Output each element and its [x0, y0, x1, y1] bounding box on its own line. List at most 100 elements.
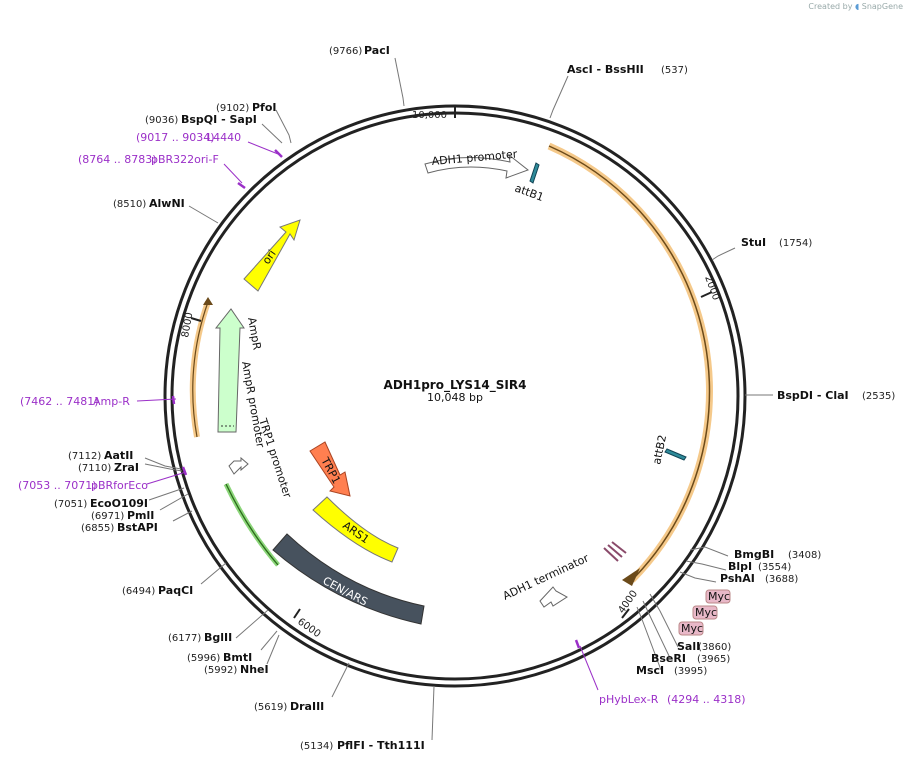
primer-name: pBR322ori-F — [151, 153, 219, 166]
site-labels: (9766) PacI AscI - BssHII (537) StuI (17… — [54, 44, 895, 752]
feature-cen-ars — [272, 533, 425, 625]
feature-label-trp1-promoter: TRP1 promoter — [256, 416, 294, 500]
feature-ori — [243, 219, 301, 292]
site-name: PacI — [364, 44, 390, 57]
myc-label: Myc — [695, 606, 717, 619]
site-pos: (3965) — [697, 654, 730, 665]
site-pos: (1754) — [779, 238, 812, 249]
site-name: ZraI — [114, 461, 139, 474]
feature-label-attb1: attB1 — [513, 182, 546, 204]
site-name: BseRI — [651, 652, 686, 665]
site-name: SalI — [677, 640, 700, 653]
plasmid-name: ADH1pro_LYS14_SIR4 — [384, 378, 527, 393]
feature-trp1 — [309, 441, 351, 497]
site-pos: (9036) — [145, 115, 178, 126]
site-name: PmlI — [127, 509, 154, 522]
primer-leaders — [136, 141, 599, 691]
site-pos: (9766) — [329, 46, 362, 57]
ampr-side-arrow-icon — [203, 297, 213, 305]
snapgene-watermark: Created by ◖ SnapGene — [808, 2, 903, 11]
primer-labels: (9017 .. 9034) L4440 (8764 .. 8783) pBR3… — [18, 131, 746, 706]
feature-green-arc-line — [225, 483, 279, 566]
site-name: BlpI — [728, 560, 752, 573]
site-name: PshAI — [720, 572, 755, 585]
feature-adh1-promoter — [424, 153, 530, 179]
primer-range: (7462 .. 7481) — [20, 395, 99, 408]
site-pos: (6494) — [122, 586, 155, 597]
site-pos: (5134) — [300, 741, 333, 752]
feature-label-ampr: AmpR — [245, 316, 264, 351]
ampr-side-arc-line — [192, 301, 209, 438]
ticks — [190, 106, 713, 619]
tick-label: 6000 — [295, 616, 322, 640]
site-name: BglII — [204, 631, 232, 644]
feature-trp1-promoter — [228, 456, 249, 475]
site-pos: (3554) — [758, 562, 791, 573]
site-name: AatII — [104, 449, 133, 462]
site-name: BmgBI — [734, 548, 774, 561]
myc-label: Myc — [708, 590, 730, 603]
primer-marks — [171, 149, 581, 649]
site-name: NheI — [240, 663, 269, 676]
site-pos: (5992) — [204, 665, 237, 676]
plasmid-size: 10,048 bp — [427, 391, 483, 404]
tick-label: 10,000 — [412, 110, 447, 121]
primer-name: L4440 — [207, 131, 241, 144]
ampr-side-arc — [189, 300, 211, 438]
primer-range: (8764 .. 8783) — [78, 153, 157, 166]
tick-label: 8000 — [180, 312, 195, 339]
insert-arc — [547, 142, 713, 583]
site-name: AlwNI — [149, 197, 185, 210]
watermark-prefix: Created by — [808, 2, 853, 11]
site-pos: (3408) — [788, 550, 821, 561]
site-pos: (8510) — [113, 199, 146, 210]
site-pos: (6177) — [168, 633, 201, 644]
feature-label-trp1: TRP1 — [318, 454, 343, 486]
primer-name: pBRforEco — [91, 479, 148, 492]
site-name: AscI - BssHII — [567, 63, 644, 76]
myc-label: Myc — [681, 622, 703, 635]
site-pos: (7110) — [78, 463, 111, 474]
site-pos: (9102) — [216, 103, 249, 114]
site-name: StuI — [741, 236, 766, 249]
tick-label: 2000 — [702, 274, 721, 302]
site-name: BstAPI — [117, 521, 158, 534]
site-name: EcoO109I — [90, 497, 148, 510]
feature-ampr — [214, 308, 245, 433]
attb2-icon — [664, 448, 687, 461]
site-pos: (7051) — [54, 499, 87, 510]
site-pos: (2535) — [862, 391, 895, 402]
site-name: BspDI - ClaI — [777, 389, 849, 402]
snapgene-logo-icon: ◖ — [854, 2, 860, 11]
insert-arrow-icon — [622, 568, 640, 586]
feature-green-arc — [223, 482, 280, 567]
myc-marks — [603, 541, 627, 562]
primer-range: (7053 .. 7071) — [18, 479, 97, 492]
site-leaders — [144, 57, 773, 741]
site-pos: (5996) — [187, 653, 220, 664]
attb1-icon — [529, 162, 540, 184]
site-pos: (7112) — [68, 451, 101, 462]
site-name: BspQI - SapI — [181, 113, 257, 126]
site-pos: (537) — [661, 65, 688, 76]
site-name: PflFI - Tth111I — [337, 739, 425, 752]
primer-range: (4294 .. 4318) — [667, 693, 746, 706]
site-pos: (6971) — [91, 511, 124, 522]
feature-label-attb2: attB2 — [650, 434, 669, 466]
site-name: DraIII — [290, 700, 324, 713]
insert-arc-line — [548, 145, 711, 581]
watermark-brand: SnapGene — [861, 2, 903, 11]
site-name: PaqCI — [158, 584, 193, 597]
site-name: MscI — [636, 664, 664, 677]
feature-ars1 — [312, 496, 399, 563]
site-name: BmtI — [223, 651, 252, 664]
feature-adh1-terminator — [539, 586, 568, 608]
primer-name: Amp-R — [93, 395, 130, 408]
site-name: PfoI — [252, 101, 277, 114]
site-pos: (5619) — [254, 702, 287, 713]
primer-name: pHybLex-R — [599, 693, 659, 706]
site-pos: (3860) — [698, 642, 731, 653]
site-pos: (3688) — [765, 574, 798, 585]
myc-labels: Myc Myc Myc — [678, 589, 731, 636]
